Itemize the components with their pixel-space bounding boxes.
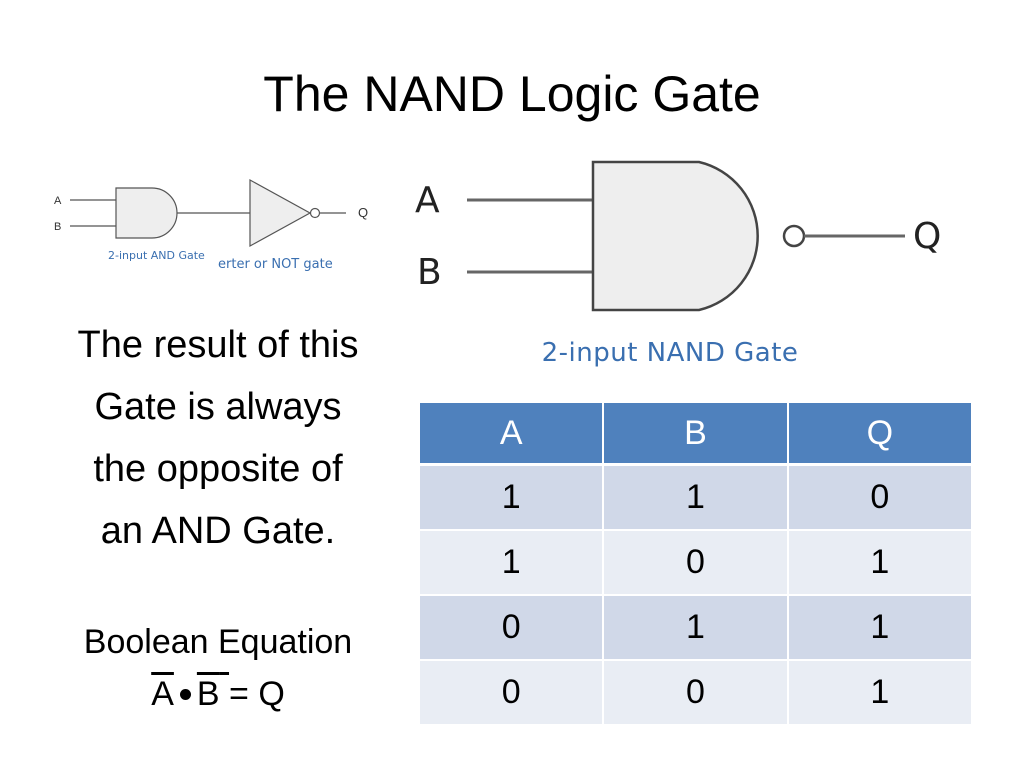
- description-line: Gate is always: [94, 386, 342, 428]
- description-line: an AND Gate.: [100, 510, 336, 552]
- table-header-row: A B Q: [417, 401, 974, 466]
- nand-gate-shape: [591, 160, 759, 312]
- table-row: 1 1 0: [417, 463, 974, 531]
- table-row: 1 0 1: [417, 529, 974, 596]
- small-output-label: Q: [358, 205, 368, 220]
- and-caption: 2-input AND Gate: [108, 249, 205, 262]
- cell: 1: [417, 463, 605, 531]
- nand-inversion-bubble: [782, 224, 806, 248]
- big-output-label: Q: [913, 216, 941, 257]
- bullet-dot-icon: [179, 688, 191, 700]
- cell: 1: [786, 529, 974, 596]
- and-not-diagram: A B Q 2-input AND Gate erter or NOT gate: [54, 178, 368, 272]
- small-and-gate-shape: [115, 187, 178, 239]
- small-input-a-label: A: [54, 195, 62, 207]
- header-a: A: [417, 401, 605, 466]
- cell: 0: [417, 594, 605, 661]
- cell: 1: [786, 659, 974, 726]
- cell: 1: [602, 463, 789, 531]
- cell: 1: [602, 594, 789, 661]
- nand-caption: 2-input NAND Gate: [541, 338, 799, 368]
- small-input-b-label: B: [54, 221, 61, 233]
- slide-title: The NAND Logic Gate: [263, 66, 761, 122]
- nand-gate-diagram: A B Q: [415, 160, 941, 312]
- not-caption: erter or NOT gate: [218, 257, 333, 272]
- equation-var-b: B: [196, 675, 220, 713]
- cell: 1: [417, 529, 605, 596]
- table-row: 0 0 1: [417, 659, 974, 726]
- big-input-a-label: A: [415, 180, 440, 221]
- table-row: 0 1 1: [417, 594, 974, 661]
- equation-label: Boolean Equation: [83, 623, 353, 661]
- cell: 0: [786, 463, 974, 531]
- cell: 0: [602, 659, 789, 726]
- description: The result of this Gate is always the op…: [28, 314, 408, 562]
- big-input-b-label: B: [417, 252, 442, 293]
- description-line: the opposite of: [93, 448, 343, 490]
- truth-table: A B Q 1 1 0 1 0 1 0 1 1 0 0 1: [417, 401, 974, 726]
- header-b: B: [602, 401, 789, 466]
- equation-result: = Q: [229, 675, 285, 713]
- equation-var-a: A: [151, 675, 174, 713]
- description-line: The result of this: [77, 324, 359, 366]
- cell: 1: [786, 594, 974, 661]
- small-not-gate-shape: [249, 178, 312, 248]
- header-q: Q: [786, 401, 974, 466]
- cell: 0: [417, 659, 605, 726]
- cell: 0: [602, 529, 789, 596]
